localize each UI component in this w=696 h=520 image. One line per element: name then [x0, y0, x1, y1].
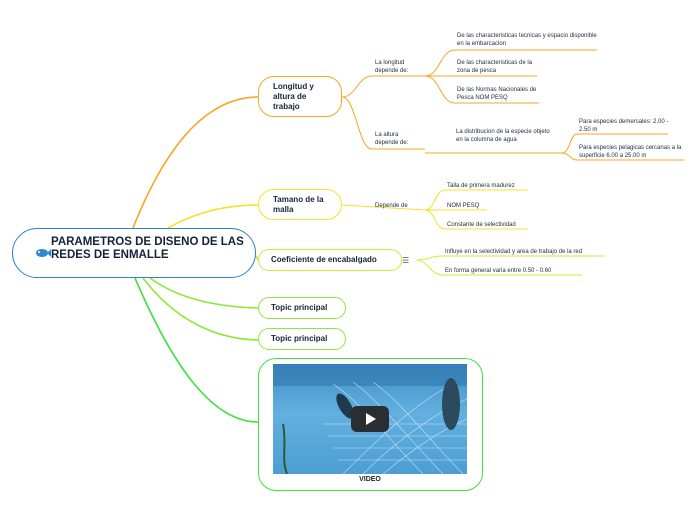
leaf-encabalgado-selectividad[interactable]: Influye en la selectividad y area de tra…	[445, 248, 582, 256]
branch-topic-2-label: Topic principal	[271, 334, 327, 344]
leaf-malla-nom[interactable]: NOM PESQ	[447, 202, 479, 210]
play-icon[interactable]	[351, 406, 389, 432]
leaf-malla-talla[interactable]: Talla de primera madurez	[447, 182, 515, 190]
video-label: VIDEO	[273, 476, 467, 483]
branch-topic-1[interactable]: Topic principal	[258, 297, 346, 319]
video-thumbnail[interactable]	[273, 364, 467, 474]
leaf-altura-demersales[interactable]: Para especies demersales: 2.00 - 2.50 m	[579, 118, 671, 134]
branch-encabalgado-label: Coeficiente de encabalgado	[271, 255, 377, 265]
sub-longitud-label[interactable]: La longitud depende de:	[375, 59, 420, 75]
sub-malla-depende[interactable]: Depende de	[375, 202, 408, 210]
branch-malla[interactable]: Tamano de la malla	[258, 189, 342, 220]
leaf-encabalgado-rango[interactable]: En forma general varia entre 0.50 - 0.60	[445, 267, 551, 275]
branch-longitud[interactable]: Longitud y altura de trabajo	[258, 76, 342, 117]
leaf-longitud-1[interactable]: De las characteristicas tecnicas y espac…	[457, 32, 597, 48]
sub-altura-distribucion[interactable]: La distribucion de la especie objeto en …	[456, 128, 551, 144]
branch-malla-label: Tamano de la malla	[273, 195, 327, 215]
sub-altura-label[interactable]: La altura depende de:	[375, 131, 420, 147]
leaf-longitud-2[interactable]: De las characteristicas de la zona de pe…	[457, 59, 537, 75]
root-title: PARAMETROS DE DISENO DE LAS REDES DE ENM…	[51, 236, 251, 261]
branch-encabalgado[interactable]: Coeficiente de encabalgado	[258, 249, 402, 271]
fish-icon	[35, 247, 51, 259]
branch-longitud-label: Longitud y altura de trabajo	[273, 82, 327, 112]
notes-icon[interactable]: ☰	[402, 256, 409, 265]
leaf-longitud-3[interactable]: De las Normas Nacionales de Pesca NOM PE…	[457, 86, 542, 102]
leaf-altura-pelagicas[interactable]: Para especies pelagicas cercanas a la su…	[579, 144, 689, 160]
branch-topic-1-label: Topic principal	[271, 303, 327, 313]
branch-topic-2[interactable]: Topic principal	[258, 328, 346, 350]
leaf-malla-constante[interactable]: Constante de selectividad	[447, 221, 516, 229]
root-topic[interactable]: PARAMETROS DE DISENO DE LAS REDES DE ENM…	[12, 228, 256, 278]
